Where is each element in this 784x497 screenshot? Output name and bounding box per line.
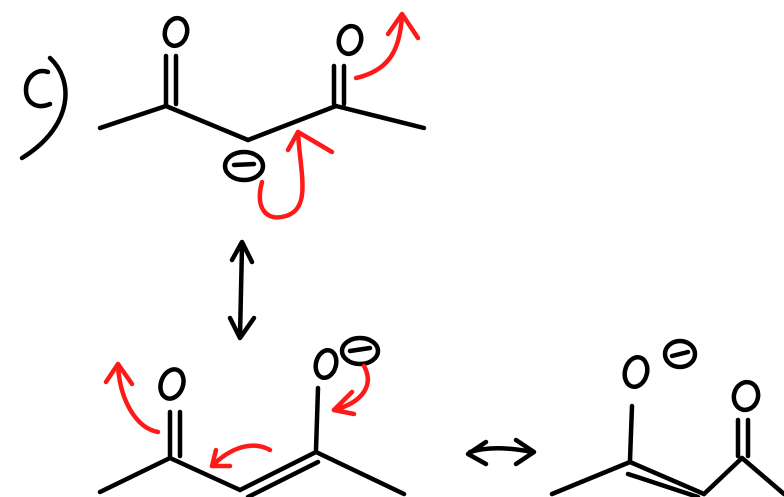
structure-1-skeleton [97, 53, 427, 143]
structure-3-left-oxygen [622, 354, 650, 390]
structure-1-arrow-pi-bond-to-oxygen [353, 13, 405, 81]
structure-3-cc-double-bond-b [625, 471, 701, 497]
part-label-c [19, 55, 68, 161]
structure-2-cc-double-bond-a [237, 449, 319, 493]
structure-1-right-oxygen [336, 23, 364, 57]
structure-1-bond-central-to-right-carbon [245, 103, 339, 143]
part-label-letter-c [23, 68, 53, 109]
resonance-arrow-vertical-shaft [237, 243, 245, 339]
structure-1-curved-arrows [257, 11, 421, 220]
part-label-paren [19, 55, 68, 161]
structure-3-left-co-single-bond [627, 403, 635, 463]
structure-2-oxyanion-minus-sign [347, 345, 373, 354]
resonance-arrow-vertical-top-head [229, 239, 255, 265]
resonance-arrow-horizontal-right-head [513, 437, 537, 467]
resonance-arrow-vertical-bottom-head [227, 315, 257, 341]
structure-2-bond-left-carbon-to-central [167, 455, 243, 493]
structure-2-arrow-co-to-oxygen-head [103, 361, 135, 387]
structure-1-arrow-pi-bond-to-oxygen-head [385, 11, 421, 41]
structure-1-atoms [162, 15, 364, 183]
structure-2-arrow-oxygen-lone-pair-to-bond [331, 363, 370, 413]
structure-1-bond-right-methyl [333, 103, 427, 131]
structure-1-bond-left-carbon-to-central [163, 103, 251, 143]
structure-1-bond-left-methyl [97, 103, 169, 131]
structure-2-bond-left-methyl [97, 455, 173, 495]
structure-2-arrow-pi-bond-to-bond-head [209, 447, 233, 469]
structure-3-oxyanion-minus-sign [669, 349, 691, 359]
resonance-arrow-vertical [227, 239, 257, 341]
structure-2-skeleton [97, 385, 407, 497]
structure-2-right-co-single-bond [313, 385, 321, 453]
structure-2-arrow-co-to-oxygen [115, 363, 161, 435]
structure-2-cc-double-bond-b [245, 459, 321, 497]
structure-3-skeleton [549, 403, 784, 497]
structure-1-carbanion-charge-circle [222, 149, 266, 183]
structure-2-oxyanion-charge-circle [339, 335, 381, 367]
structure-2-right-oxygen [313, 347, 339, 381]
structure-2-arrow-oxygen-lone-pair-to-bond-head [331, 389, 357, 417]
structure-3-cc-double-bond-a [627, 459, 707, 497]
structure-3-oxyanion-charge-circle [662, 338, 698, 370]
structure-2-bond-right-methyl [313, 449, 407, 497]
structure-2-curved-arrows [103, 361, 370, 469]
structure-1-arrow-lone-pair-to-bond [257, 129, 305, 220]
structure-1-carbanion-minus-sign [231, 161, 257, 168]
resonance-arrow-horizontal [465, 437, 537, 467]
structure-3-atoms [622, 338, 761, 413]
structure-2-atoms [158, 335, 381, 401]
structure-3-bond-to-right-carbon [701, 455, 745, 497]
structure-3-right-oxygen [731, 379, 761, 413]
structure-2-arrow-pi-bond-to-bond [209, 443, 273, 469]
structure-1-arrow-lone-pair-to-bond-head [285, 129, 335, 155]
structure-3-bond-left-methyl [549, 459, 633, 497]
structure-3-bond-right-methyl [739, 455, 784, 497]
resonance-arrow-horizontal-left-head [465, 439, 489, 467]
structure-2-left-oxygen [158, 367, 186, 401]
structure-1-left-oxygen [162, 15, 190, 49]
